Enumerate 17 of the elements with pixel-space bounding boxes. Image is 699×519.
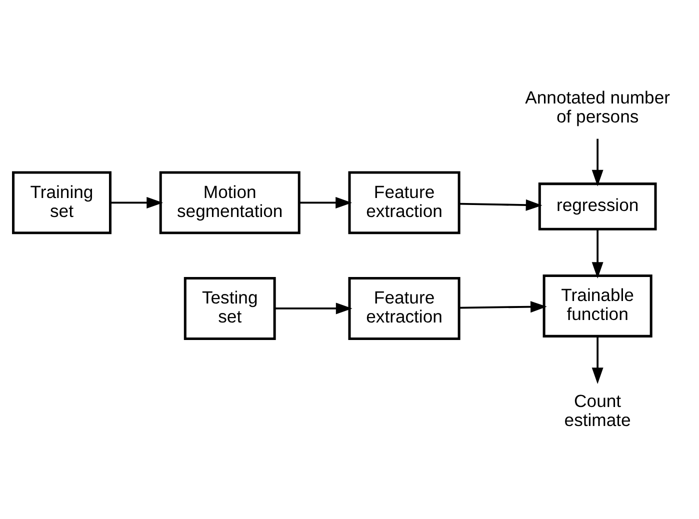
node-box: regression [538,182,657,230]
arrow [300,196,352,208]
node-box: Feature extraction [348,276,460,340]
node-box: Feature extraction [348,170,460,234]
node-box: Motion segmentation [159,170,300,234]
arrow [110,196,164,208]
node-box: Training set [12,170,112,234]
node-box: Trainable function [542,274,652,337]
arrow [459,198,542,210]
arrow [592,336,604,384]
arrow [274,302,352,314]
arrow [592,138,604,186]
node-text: Count estimate [564,390,631,430]
arrow [459,300,547,312]
node-text: Annotated number of persons [525,86,670,126]
node-box: Testing set [184,276,276,340]
arrow [592,228,604,278]
